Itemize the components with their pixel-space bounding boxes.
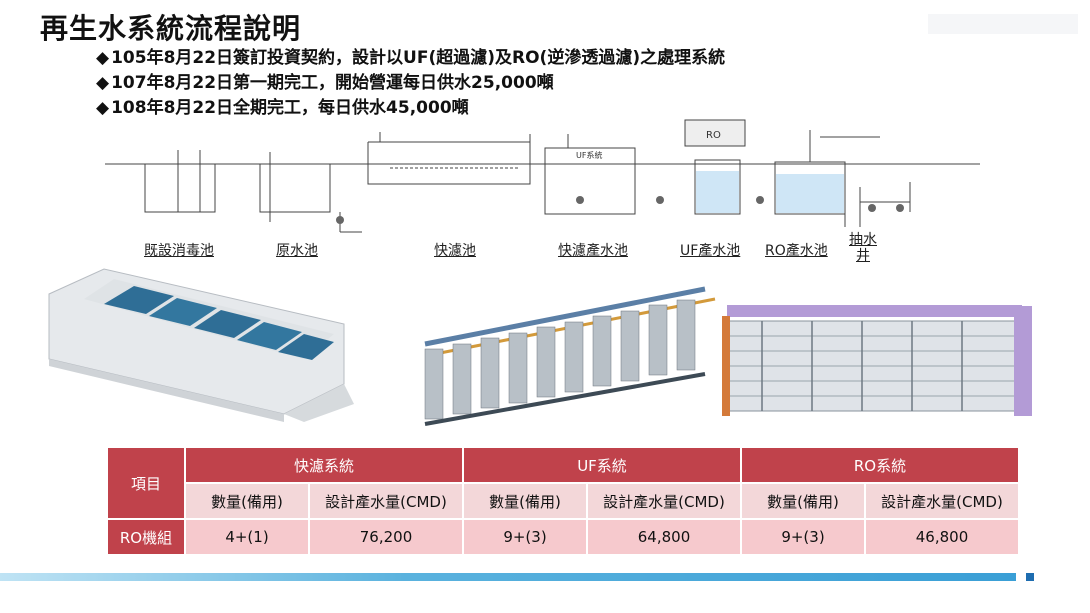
table-group-header: RO系統 — [740, 446, 1020, 484]
table-cell: 4+(1) — [184, 518, 310, 556]
ro-membrane-rack-render — [722, 305, 1032, 416]
uf-membrane-rack-render — [424, 286, 716, 426]
table-cell: 76,200 — [308, 518, 464, 556]
specification-table: 項目 快濾系統 UF系統 RO系統 數量(備用) 設計產水量(CMD) 數量(備… — [106, 446, 1020, 556]
page-title: 再生水系統流程說明 — [40, 12, 302, 45]
stage-label-rapid-filter-water-tank: 快濾產水池 — [558, 243, 628, 259]
uf-system-tag: UF系統 — [576, 150, 602, 160]
corner-decoration — [928, 14, 1078, 34]
bullet-item: ◆105年8月22日簽訂投資契約，設計以UF(超過濾)及RO(逆滲透過濾)之處理… — [96, 48, 726, 68]
table-group-header: UF系統 — [462, 446, 742, 484]
stage-label-uf-water-tank: UF產水池 — [680, 243, 741, 259]
stage-label-raw-water-tank: 原水池 — [276, 243, 318, 259]
table-subheader: 數量(備用) — [462, 482, 588, 520]
rapid-filter-tank-render — [48, 268, 354, 422]
diamond-bullet-icon: ◆ — [96, 73, 110, 93]
table-corner-header: 項目 — [106, 446, 186, 520]
table-subheader: 設計產水量(CMD) — [586, 482, 742, 520]
bullet-item: ◆107年8月22日第一期完工，開始營運每日供水25,000噸 — [96, 73, 554, 93]
process-flow-diagram: UF系統 RO — [100, 112, 990, 247]
process-schematic: UF系統 RO — [105, 119, 980, 233]
stage-label-rapid-filter: 快濾池 — [434, 243, 476, 259]
bullet-item: ◆108年8月22日全期完工，每日供水45,000噸 — [96, 98, 469, 118]
stage-label-ro-water-tank: RO產水池 — [765, 243, 828, 259]
table-row-label: RO機組 — [106, 518, 186, 556]
table-subheader: 數量(備用) — [740, 482, 866, 520]
table-subheader: 設計產水量(CMD) — [864, 482, 1020, 520]
diamond-bullet-icon: ◆ — [96, 98, 110, 118]
footer-square — [1026, 573, 1034, 581]
diamond-bullet-icon: ◆ — [96, 48, 110, 68]
table-cell: 64,800 — [586, 518, 742, 556]
bullet-list: ◆105年8月22日簽訂投資契約，設計以UF(超過濾)及RO(逆滲透過濾)之處理… — [96, 46, 725, 121]
table-cell: 9+(3) — [462, 518, 588, 556]
table-subheader: 設計產水量(CMD) — [308, 482, 464, 520]
stage-label-disinfection-tank: 既設消毒池 — [144, 243, 214, 259]
table-subheader: 數量(備用) — [184, 482, 310, 520]
table-cell: 46,800 — [864, 518, 1020, 556]
stage-label-pump-well: 抽水井 — [849, 232, 877, 264]
table-group-header: 快濾系統 — [184, 446, 464, 484]
table-cell: 9+(3) — [740, 518, 866, 556]
ro-tag: RO — [706, 130, 721, 141]
footer-bar — [0, 573, 1016, 581]
